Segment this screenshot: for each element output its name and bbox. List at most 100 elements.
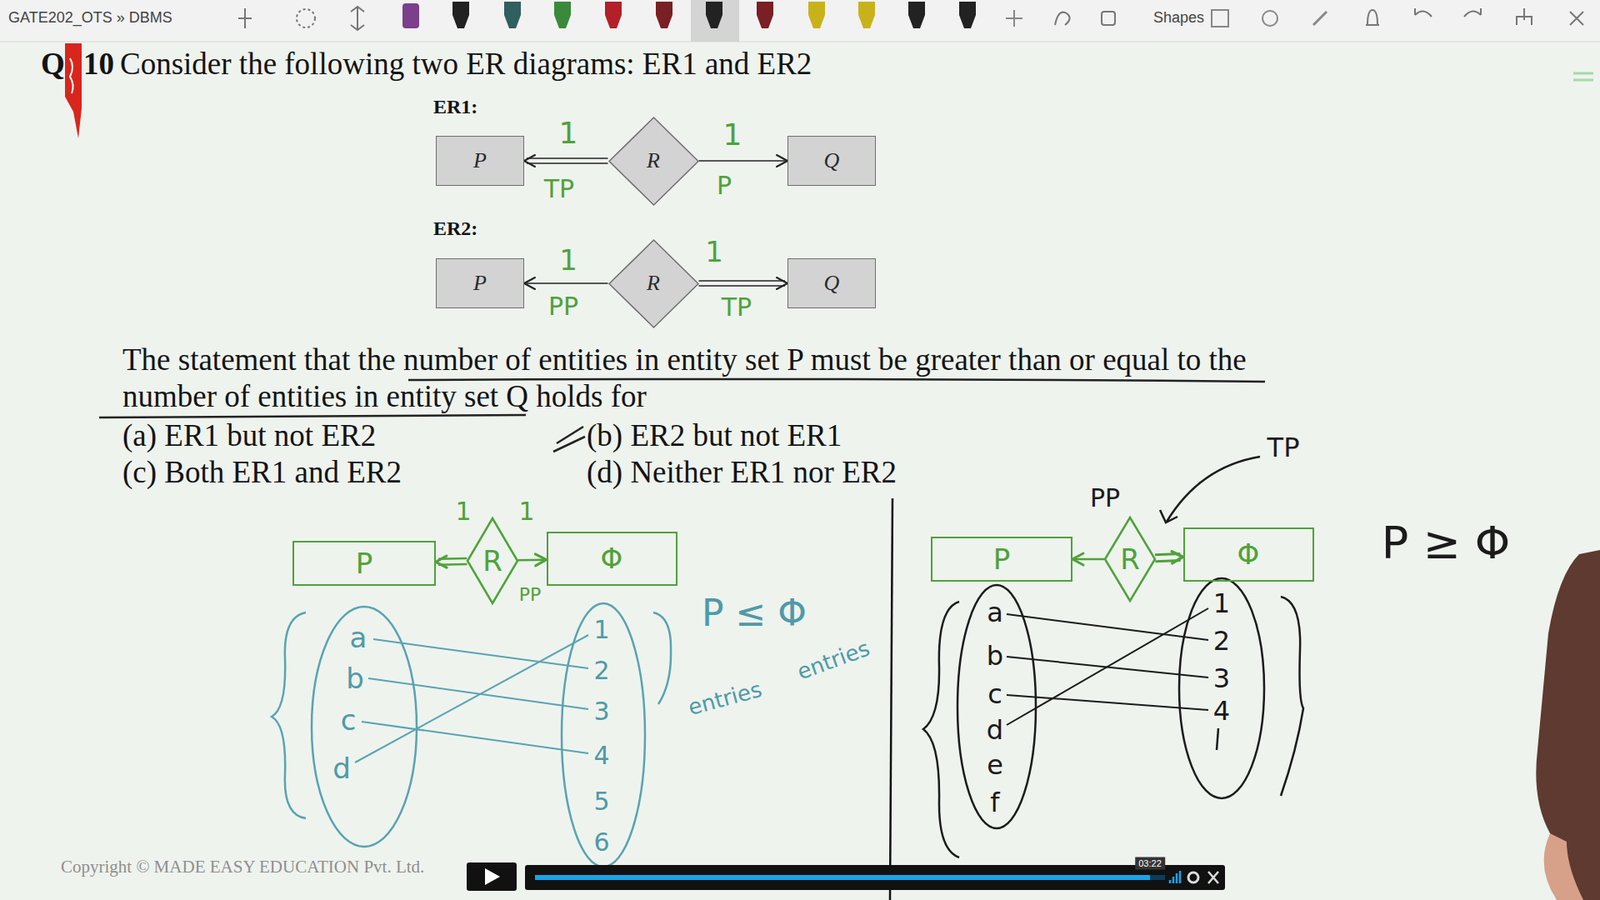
- toolbar: [0, 0, 1600, 42]
- node-label: R: [646, 148, 660, 174]
- relationship-connector: [1072, 553, 1105, 565]
- entity-box: Q: [787, 135, 876, 186]
- arrowhead: [1171, 551, 1183, 564]
- pen-icon: [756, 1, 774, 29]
- node-label: P: [473, 270, 487, 296]
- video-bar: [525, 865, 1225, 890]
- question-number: 10: [83, 45, 115, 82]
- handwritten-note: P ≥ Φ: [1381, 517, 1511, 570]
- bell-icon: [1365, 10, 1380, 25]
- connector-line: [524, 282, 609, 285]
- cardinality-mark: 1: [559, 115, 579, 150]
- mapping-line: [355, 635, 589, 763]
- diamond-shape: [609, 117, 699, 205]
- sketch-entity-box: P: [930, 536, 1073, 582]
- undo-icon: [1415, 8, 1432, 17]
- diamond-shape: [609, 240, 699, 328]
- pen-icon: [554, 1, 571, 29]
- set-bracket: [271, 612, 306, 819]
- question-text: Consider the following two ER diagrams: …: [120, 45, 812, 82]
- copyright-notice: Copyright © MADE EASY EDUCATION Pvt. Ltd…: [60, 856, 425, 877]
- node-label: Φ: [600, 542, 624, 575]
- answer-option: (d) Neither ER1 nor ER2: [586, 454, 897, 490]
- relationship-connector: [524, 277, 609, 290]
- ink-icon: [1055, 12, 1070, 25]
- set-element: 1: [1213, 588, 1230, 620]
- underline-stroke: [99, 415, 526, 418]
- relationship-connector: [435, 555, 467, 568]
- node-text: P: [473, 148, 487, 174]
- set-element: a: [350, 621, 368, 655]
- leader-arrowhead: [1160, 510, 1178, 523]
- strike-stroke: [553, 436, 585, 452]
- set-element: 4: [593, 740, 610, 770]
- set-element: 3: [1213, 663, 1230, 695]
- node-label: P: [355, 547, 374, 580]
- sketch-relationship-diamond: R: [1104, 516, 1156, 602]
- set-element: 2: [1213, 625, 1230, 657]
- settings-icon: [1188, 872, 1199, 883]
- mapping-line: [361, 721, 589, 754]
- node-text: R: [482, 545, 503, 578]
- pen-icon: [504, 1, 521, 29]
- underline-stroke: [408, 379, 1265, 382]
- connector-line: [526, 157, 609, 160]
- play-icon: [485, 868, 500, 885]
- set-element: f: [990, 787, 1000, 819]
- redo-icon: [1464, 8, 1481, 17]
- diamond-outline: [608, 116, 700, 206]
- diamond-outline: [466, 517, 519, 605]
- relationship-connector: [524, 155, 609, 167]
- entity-set-ellipse: [1179, 578, 1265, 799]
- selected-tool: [690, 0, 740, 42]
- node-text: P: [473, 270, 487, 296]
- progress-track: [535, 875, 1165, 880]
- entity-box: P: [435, 135, 525, 186]
- participation-mark: PP: [519, 584, 542, 605]
- pen-icon: [705, 1, 723, 29]
- time-tooltip: 03:22: [1135, 857, 1165, 870]
- node-text: P: [993, 543, 1011, 576]
- lasso-icon: [296, 9, 315, 28]
- set-element: e: [986, 750, 1004, 781]
- set-element: a: [986, 597, 1004, 629]
- set-element: c: [987, 679, 1003, 710]
- pen-icon: [808, 1, 825, 29]
- sketch-entity-box: Φ: [546, 531, 678, 586]
- node-label: R: [482, 545, 503, 578]
- diamond-shape: [1105, 517, 1155, 601]
- sketch-entity-box: P: [292, 540, 436, 586]
- shapes-icon: [1101, 11, 1115, 25]
- node-label: P: [993, 543, 1011, 576]
- mapping-line: [373, 639, 589, 669]
- node-label: R: [1120, 543, 1140, 576]
- connector-line: [1072, 558, 1105, 561]
- cardinality-mark: 1: [518, 496, 535, 526]
- set-bracket: [923, 601, 960, 858]
- participation-mark: TP: [1267, 432, 1300, 464]
- handwritten-note: entries: [685, 676, 765, 720]
- relationship-diamond: R: [608, 116, 700, 206]
- set-element: 6: [593, 827, 610, 857]
- cardinality-mark: 1: [559, 244, 578, 277]
- node-label: Φ: [1237, 538, 1260, 571]
- set-element: b: [345, 662, 365, 695]
- cardinality-mark: 1: [705, 235, 724, 269]
- divider-line: [890, 498, 893, 900]
- relationship-connector: [518, 554, 547, 566]
- relationship-connector: [699, 277, 789, 290]
- arrowhead: [776, 155, 788, 167]
- logo-mark: [70, 58, 74, 94]
- connector-line: [699, 285, 786, 287]
- set-bracket: [653, 612, 671, 705]
- set-element: b: [986, 640, 1004, 672]
- share-icon: [1516, 8, 1532, 25]
- answer-option: (c) Both ER1 and ER2: [122, 454, 402, 490]
- volume-icon: [1170, 870, 1180, 884]
- node-text: Φ: [1237, 538, 1260, 571]
- set-element: d: [332, 752, 351, 785]
- arrowhead: [1072, 553, 1084, 565]
- toolbar-label: Shapes: [1153, 9, 1205, 27]
